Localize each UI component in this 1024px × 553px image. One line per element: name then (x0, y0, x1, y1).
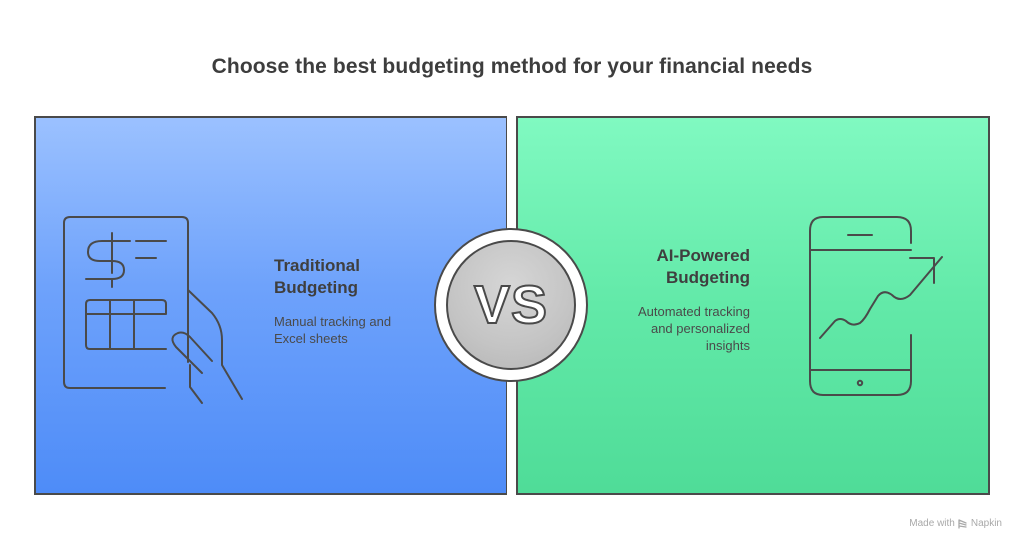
heading-line: Budgeting (665, 268, 750, 287)
description-line: Excel sheets (274, 331, 348, 346)
ai-budgeting-description: Automated tracking and personalized insi… (600, 303, 750, 354)
heading-line: Budgeting (274, 278, 359, 297)
made-with-label: Made with (909, 518, 955, 529)
traditional-budgeting-description: Manual tracking and Excel sheets (274, 313, 434, 347)
description-line: insights (705, 338, 750, 353)
heading-line: Traditional (274, 256, 360, 275)
description-line: Manual tracking and (274, 314, 392, 329)
divider-connector (507, 116, 516, 230)
ai-budgeting-heading: AI-Powered Budgeting (656, 245, 750, 289)
description-line: and personalized (650, 321, 750, 336)
versus-badge-inner: VS (446, 240, 576, 370)
made-with-napkin-footer: Made with Napkin (909, 518, 1002, 529)
smartphone-growth-chart-icon (809, 216, 943, 396)
divider-connector (507, 380, 516, 495)
traditional-budgeting-heading: Traditional Budgeting (274, 255, 360, 299)
versus-badge: VS (434, 228, 588, 382)
napkin-brand-label: Napkin (970, 518, 1002, 529)
ai-budgeting-panel: AI-Powered Budgeting Automated tracking … (516, 116, 990, 495)
page-title: Choose the best budgeting method for you… (211, 55, 813, 78)
napkin-logo-icon (958, 518, 967, 529)
description-line: Automated tracking (637, 304, 750, 319)
versus-label: VS (473, 274, 549, 336)
heading-line: AI-Powered (656, 246, 750, 265)
hand-holding-spreadsheet-icon (63, 216, 243, 404)
traditional-budgeting-panel: Traditional Budgeting Manual tracking an… (34, 116, 508, 495)
